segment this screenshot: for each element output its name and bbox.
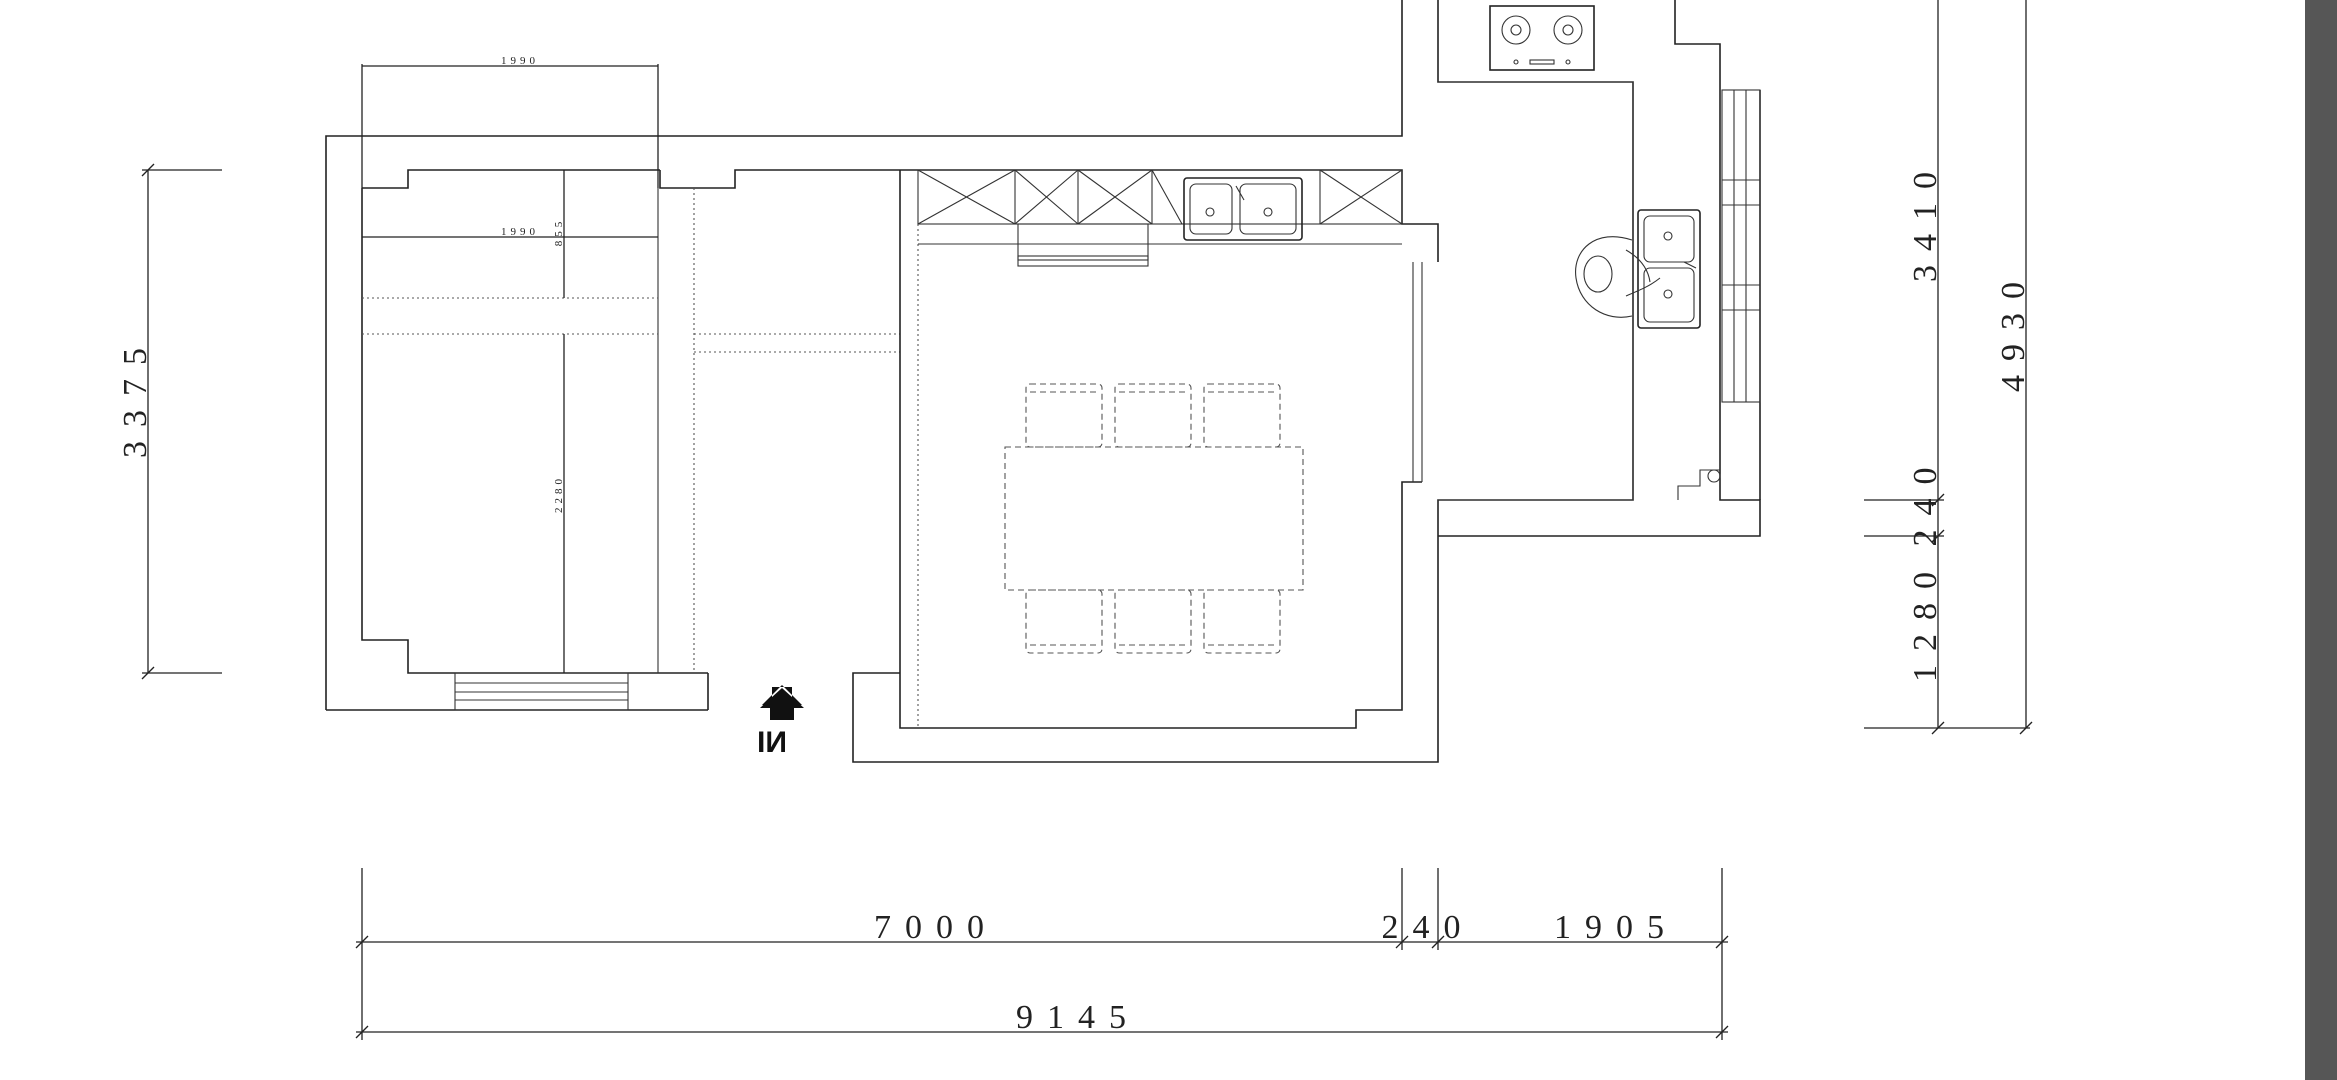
- bottom-right-label: 1905: [1554, 909, 1678, 946]
- bottom-wall-label: 240: [1382, 909, 1475, 946]
- bottom-left-label: 7000: [874, 909, 998, 946]
- left-dimension: 3375: [117, 163, 222, 680]
- bed-top-width-label: 1990: [501, 55, 539, 67]
- bottom-total-label: 9145: [1016, 999, 1140, 1036]
- right-total-label: 4930: [1995, 268, 2032, 392]
- bed-vertical-label: 2280: [553, 475, 565, 513]
- chair-icon: [1025, 383, 1103, 448]
- vertical-scrollbar[interactable]: [2305, 0, 2337, 1080]
- outer-walls: [325, 0, 1761, 763]
- kitchen: [1438, 81, 1761, 501]
- right-inner-label: 3410: [1907, 158, 1944, 282]
- chair-icon: [1025, 589, 1103, 654]
- right-wall-label: 240: [1907, 454, 1944, 547]
- bedroom-dimensions: 1990 1990 855 2280: [361, 55, 659, 673]
- dining-chairs: [1025, 383, 1281, 654]
- bottom-dimensions: 7000 240 1905 9145: [355, 868, 1729, 1040]
- entry-mark-label: NI: [757, 726, 787, 759]
- chair-icon: [1203, 589, 1281, 654]
- right-dimensions: 3410 4930 240 1280: [1864, 0, 2033, 735]
- entry-arrow-icon: NI: [757, 685, 804, 759]
- right-lower-label: 1280: [1907, 558, 1944, 682]
- person-at-sink-icon: [1575, 209, 1701, 329]
- dining-table-icon: [1004, 446, 1304, 591]
- bed-small-vertical-label: 855: [553, 218, 565, 247]
- bedroom: [361, 169, 900, 711]
- chair-icon: [1114, 589, 1192, 654]
- stove-icon: [1489, 5, 1595, 71]
- chair-icon: [1203, 383, 1281, 448]
- bed-mid-width-label: 1990: [501, 226, 539, 238]
- counter-cabinets: [917, 169, 1403, 267]
- chair-icon: [1114, 383, 1192, 448]
- dining-room: [899, 169, 1439, 729]
- double-sink-icon: [1183, 177, 1303, 241]
- left-height-label: 3375: [117, 334, 154, 458]
